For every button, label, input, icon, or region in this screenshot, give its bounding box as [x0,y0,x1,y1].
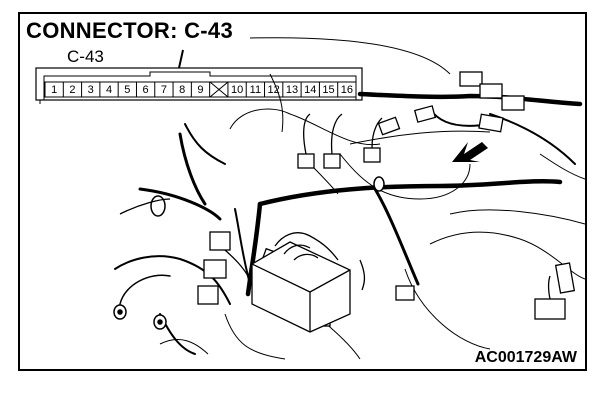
pin-10-label: 10 [230,84,244,96]
pin-16-label: 16 [340,84,353,96]
pin-15-label: 15 [322,84,335,96]
diagram-code: AC001729AW [474,349,577,366]
relay-box [251,241,351,333]
pin-5-label: 5 [124,84,131,96]
clips [113,176,385,330]
pin-cells [62,82,339,97]
page-title: CONNECTOR: C-43 [26,18,234,43]
pin-11-label: 11 [249,84,262,96]
pin-14-label: 14 [304,84,317,96]
pin-4-label: 4 [105,84,113,96]
pin-12-label: 12 [267,84,280,96]
wiring-illustration [35,37,585,360]
pin-9-label: 9 [197,84,204,96]
pin-1-label: 1 [51,84,58,96]
pointer-arrow [452,142,488,162]
wire-details [119,113,551,300]
pin-13-label: 13 [285,84,299,96]
connector-label: C-43 [67,47,104,66]
pin-8-label: 8 [179,84,186,96]
leader-line [178,49,184,69]
pin-3-label: 3 [87,84,94,96]
pin-empty-label [210,83,228,97]
pin-2-label: 2 [69,84,76,96]
pin-6-label: 6 [142,84,149,96]
connector-face [35,49,363,104]
pin-7-label: 7 [160,84,167,96]
